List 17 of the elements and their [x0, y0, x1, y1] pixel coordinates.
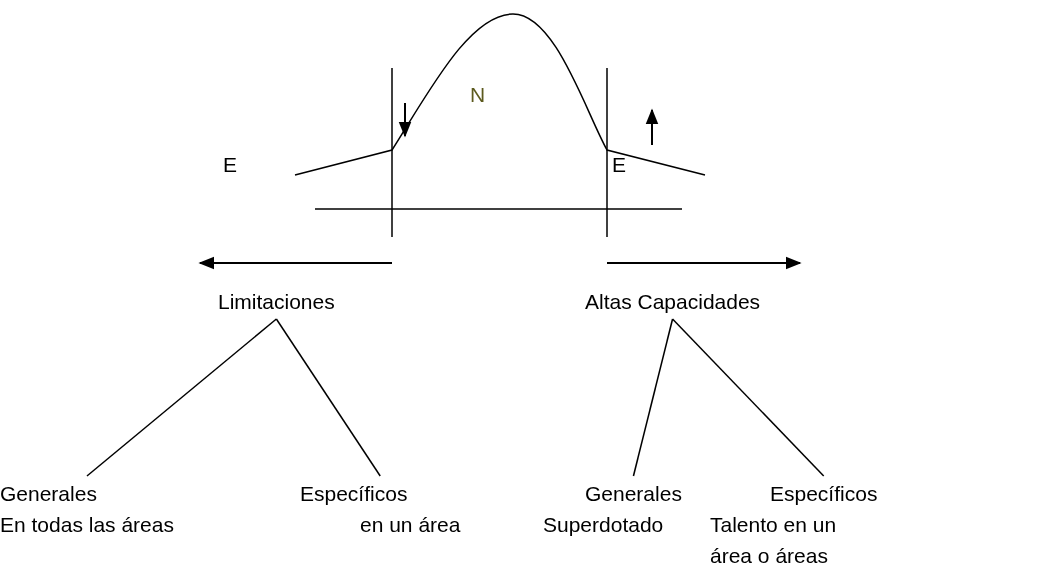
category-label: Limitaciones [218, 289, 335, 315]
branch-line [275, 318, 381, 477]
curve-label: E [612, 153, 626, 177]
branch-line [632, 318, 674, 477]
branch-line [86, 318, 278, 477]
category-label: Generales [0, 481, 98, 507]
category-label: Altas Capacidades [585, 289, 761, 315]
description-text: En todas las áreas [0, 512, 174, 538]
curve-label: N [470, 83, 486, 107]
description-text: Talento en un área o áreas [710, 512, 838, 566]
branch-line [671, 318, 825, 477]
description-text: en un área [360, 512, 461, 538]
curve-label: E [223, 153, 237, 177]
description-text: Superdotado [543, 512, 665, 538]
category-label: Generales [585, 481, 682, 507]
category-label: Específicos [770, 481, 878, 507]
category-label: Específicos [300, 481, 409, 507]
